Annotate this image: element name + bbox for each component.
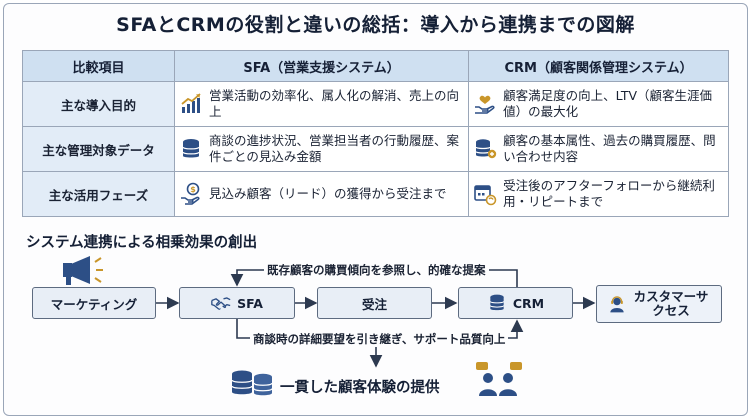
cell-text: 商談の進捗状況、営業担当者の行動履歴、案件ごとの見込み金額: [209, 133, 460, 164]
heart-hand-icon: [475, 95, 495, 114]
database-icon: [489, 294, 505, 311]
megaphone-icon: [63, 256, 103, 285]
header-item: 比較項目: [22, 50, 175, 82]
node-sfa: SFA: [179, 287, 295, 319]
table-row: 主な活用フェーズ $ 見込み顧客（リード）の獲得から受注まで: [22, 171, 729, 217]
customer-conversation-icon: [476, 362, 522, 396]
database-icon: [182, 139, 200, 158]
table-row: 主な管理対象データ 商談の進捗状況、営業担当者の行動履歴、案件ごとの見込み金額: [22, 126, 729, 172]
coin-hand-icon: $: [181, 182, 200, 205]
handover-label: 商談時の詳細要望を引き継ぎ、サポート品質向上: [250, 331, 509, 347]
comparison-table: 比較項目 SFA（営業支援システム） CRM（顧客関係管理システム） 主な導入目…: [22, 50, 729, 217]
header-sfa: SFA（営業支援システム）: [173, 50, 470, 82]
result-label: 一貫した顧客体験の提供: [280, 380, 440, 396]
feedback-label: 既存顧客の購買傾向を参照し、的確な提案: [264, 262, 489, 278]
support-agent-icon: [610, 296, 624, 313]
row-label: 主な管理対象データ: [22, 126, 175, 172]
table-cell: $ 見込み顧客（リード）の獲得から受注まで: [173, 171, 470, 217]
node-label: マーケティング: [50, 296, 138, 312]
page-title: SFAとCRMの役割と違いの総括：導入から連携までの図解: [116, 14, 635, 36]
node-label: カスタマーサクセス: [633, 289, 709, 318]
cell-text: 顧客満足度の向上、LTV（顧客生涯価値）の最大化: [503, 88, 713, 119]
node-marketing: マーケティング: [32, 287, 156, 319]
node-label: 受注: [361, 296, 387, 312]
database-user-icon: [475, 139, 497, 159]
node-label: CRM: [512, 295, 545, 311]
svg-text:$: $: [190, 185, 196, 194]
flow-heading: システム連携による相乗効果の創出: [26, 235, 258, 251]
table-cell: 顧客の基本属性、過去の購買履歴、問い合わせ内容: [468, 126, 729, 172]
node-crm: CRM: [458, 287, 573, 319]
node-label: SFA: [237, 295, 263, 311]
cell-text: 見込み顧客（リード）の獲得から受注まで: [209, 186, 447, 201]
header-crm: CRM（顧客関係管理システム）: [468, 50, 729, 82]
growth-chart-icon: [181, 93, 201, 113]
handshake-icon: [211, 297, 231, 310]
cell-text: 受注後のアフターフォローから継続利用・リピートまで: [503, 178, 715, 209]
cell-text: 営業活動の効率化、属人化の解消、売上の向上: [209, 88, 460, 119]
node-customer-success: カスタマーサクセス: [596, 285, 722, 323]
table-cell: 受注後のアフターフォローから継続利用・リピートまで: [468, 171, 729, 217]
table-cell: 営業活動の効率化、属人化の解消、売上の向上: [173, 81, 470, 127]
cell-text: 顧客の基本属性、過去の購買履歴、問い合わせ内容: [503, 133, 716, 164]
calendar-cycle-icon: [474, 185, 497, 206]
node-order: 受注: [317, 287, 432, 319]
database-stack-icon: [231, 370, 273, 396]
row-label: 主な導入目的: [22, 81, 175, 127]
table-header-row: 比較項目 SFA（営業支援システム） CRM（顧客関係管理システム）: [22, 50, 729, 82]
